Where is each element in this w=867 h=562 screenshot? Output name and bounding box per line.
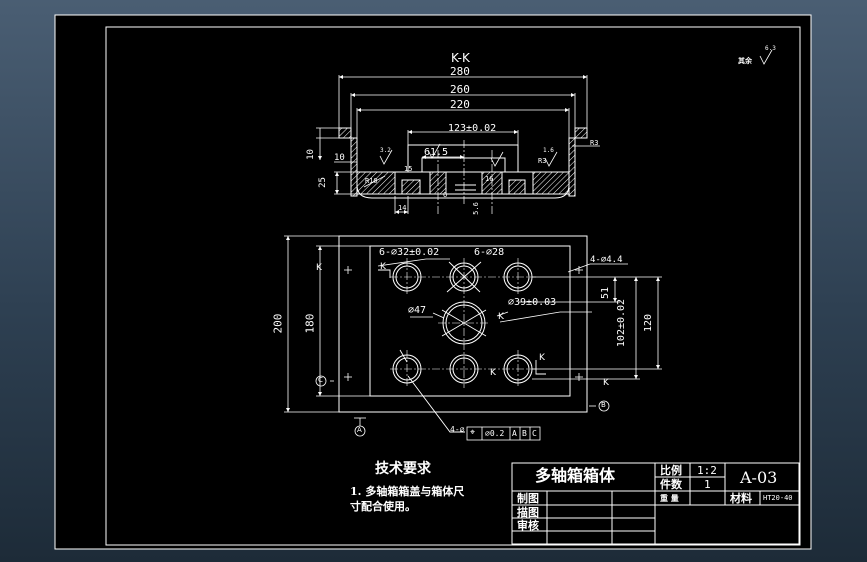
material-value: HT20-40 [763, 494, 793, 502]
ratio-value: 1:2 [697, 464, 717, 477]
mounting-holes [344, 266, 583, 381]
tolerance-symbol: ⌖ [470, 428, 476, 438]
dim-10-a: 10 [305, 149, 316, 160]
plate-inner [369, 245, 571, 397]
section-title: K-K [451, 51, 470, 65]
left-flange [338, 127, 352, 139]
roughness-3-2: 3.2 [380, 147, 391, 154]
datum-b: B [601, 401, 606, 409]
dim-123: 123±0.02 [448, 123, 497, 134]
tolerance-datum-a: A [512, 429, 517, 438]
label-dia-47: ∅47 [408, 305, 427, 316]
dim-16: 16 [485, 175, 494, 183]
dim-r3-a: R3 [590, 139, 599, 147]
dim-6: 6 [443, 191, 448, 199]
tolerance-frame [466, 426, 541, 441]
dim-220: 220 [450, 98, 470, 111]
dim-51: 51 [600, 286, 612, 300]
quantity-value: 1 [704, 478, 711, 491]
dim-280: 280 [450, 65, 470, 78]
dim-200: 200 [271, 313, 285, 334]
label-6-holes-32: 6-∅32±0.02 [379, 247, 440, 258]
roughness-symbols [379, 49, 773, 167]
tolerance-datum-b: B [522, 429, 527, 438]
dim-r3-b: R3 [538, 157, 547, 165]
section-mark-k-6: K [603, 378, 609, 388]
tolerance-datum-c: C [532, 429, 537, 438]
dim-102: 102±0.02 [616, 298, 628, 348]
drawing-sheet [54, 14, 812, 550]
dim-14: 14 [398, 204, 407, 212]
tech-requirement-line-1: 1. 多轴箱箱盖与箱体尺 [350, 485, 465, 498]
roughness-other-value: 6.3 [765, 45, 776, 52]
section-mark-k-1: K [316, 263, 322, 273]
dim-15: 15 [404, 165, 413, 173]
row-draw-label: 制图 [517, 492, 539, 505]
dim-180: 180 [303, 313, 317, 334]
plate-outline [338, 235, 588, 413]
dim-25: 25 [317, 177, 328, 188]
datum-a: A [357, 426, 362, 434]
section-mark-k-4: K [490, 368, 496, 378]
section-mark-k-2: K [380, 262, 386, 272]
plan-dimensions [284, 235, 662, 413]
section-mark-k-5: K [539, 353, 545, 363]
dim-61-5: 61.5 [424, 147, 449, 158]
label-6-holes-28: 6-∅28 [474, 247, 505, 258]
row-trace-label: 描图 [517, 506, 539, 519]
quantity-label: 件数 [660, 478, 682, 491]
drawing-number: A-03 [740, 468, 778, 487]
section-mark-k-3: K [498, 312, 504, 322]
roughness-other-label: 其余 [738, 56, 752, 65]
part-name: 多轴箱箱体 [535, 466, 616, 485]
drawing-border [105, 26, 801, 546]
tech-requirement-line-2: 寸配合使用。 [350, 500, 416, 513]
dim-260: 260 [450, 83, 470, 96]
ratio-label: 比例 [660, 464, 682, 477]
dim-120: 120 [643, 313, 655, 333]
dim-10-b: 10 [334, 153, 345, 163]
section-dimensions [316, 75, 600, 214]
right-flange [574, 127, 588, 139]
roughness-1-6: 1.6 [543, 147, 554, 154]
weight-label: 重 量 [660, 493, 679, 503]
title-block [511, 462, 800, 545]
dim-5-6: 5.6 [471, 202, 480, 215]
label-4-holes-4-4: 4-∅4.4 [590, 255, 623, 265]
material-label: 材料 [730, 492, 752, 505]
label-dia-39: ∅39±0.03 [508, 297, 557, 308]
tech-requirements-title: 技术要求 [375, 461, 431, 477]
dim-r10: R10 [365, 177, 378, 185]
tolerance-value: ∅0.2 [485, 429, 505, 438]
datum-c: C [318, 376, 323, 384]
row-check-label: 审核 [517, 519, 539, 532]
section-cut-line [378, 261, 546, 433]
tolerance-label: 4-∅ [450, 425, 465, 434]
datum-symbols [315, 375, 610, 437]
